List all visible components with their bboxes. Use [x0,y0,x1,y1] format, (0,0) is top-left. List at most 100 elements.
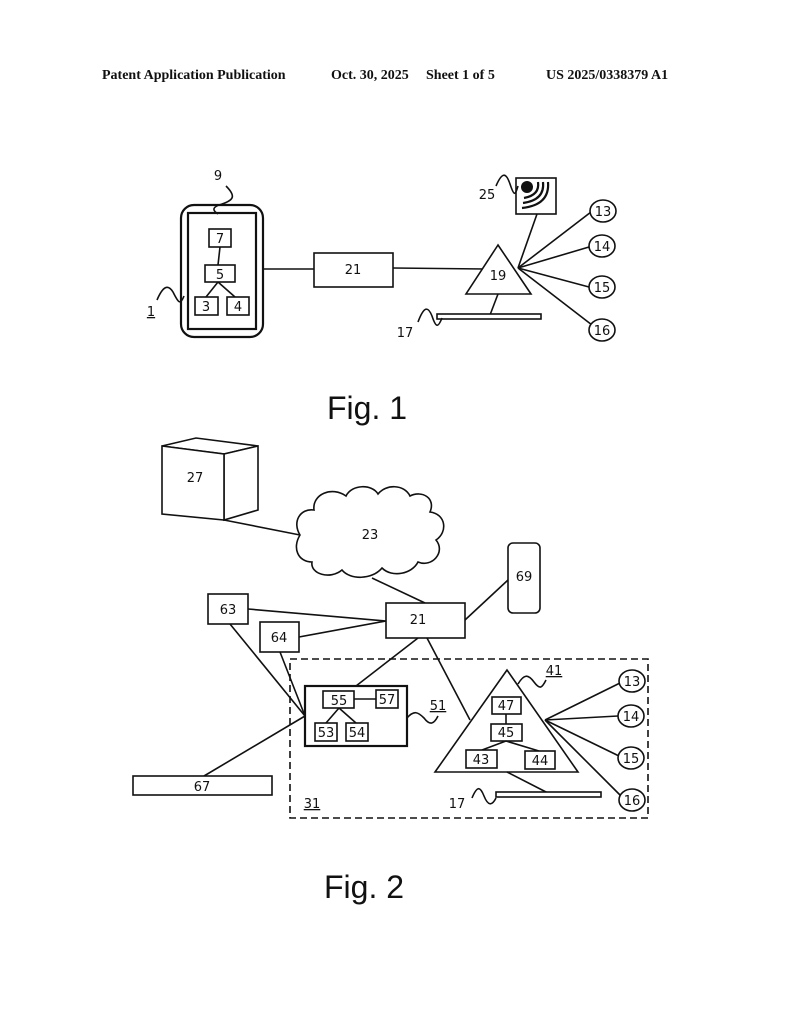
link-45-43 [481,740,507,751]
lead-label-9: 9 [214,169,222,184]
lead-line-1 [156,286,185,303]
link-27-23 [223,519,301,536]
box-64 [259,621,300,653]
component-54-label: 54 [349,726,366,741]
component-5 [204,264,236,283]
lead-line-25 [495,174,519,195]
box-64-label: 64 [271,631,288,646]
figure-2: 27 23 21 69 63 64 31 67 5 [132,437,649,905]
patent-number: US 2025/0338379 A1 [546,68,669,83]
link-21-69 [464,579,509,621]
figure-2-caption: Fig. 2 [324,869,404,905]
link-5-4 [217,281,236,298]
server-27-label: 27 [187,471,204,486]
hub-41-label: 41 [546,664,563,679]
lead-line-17 [417,308,443,327]
end-node-15-fig2-label: 15 [623,752,640,767]
link-63-51 [229,623,306,717]
module-51-label: 51 [430,699,447,714]
end-node-13-fig2-label: 13 [624,675,641,690]
end-node-16-fig2 [618,788,646,812]
lead-line-41 [517,675,547,688]
component-57-label: 57 [379,693,396,708]
link-45-44 [505,740,540,752]
component-45-label: 45 [498,726,515,741]
server-side-face [223,444,259,522]
component-54 [345,722,369,742]
publication-date: Oct. 30, 2025 [331,68,409,83]
link-64-51 [279,651,306,717]
end-node-14 [588,234,616,258]
link-55-54 [338,707,357,724]
link-41-13 [544,682,621,721]
component-44-label: 44 [532,754,549,769]
component-44 [524,750,556,770]
hub-19 [464,243,533,295]
figure-1: 7 5 3 4 9 1 21 19 17 [147,169,617,426]
link-19-15 [517,267,590,288]
box-67 [132,775,273,796]
group-31-label: 31 [304,797,321,812]
link-21-19 [392,267,486,270]
link-19-13 [517,211,592,269]
signal-icon [521,181,550,210]
link-64-21 [298,620,387,638]
end-node-14-fig2 [617,704,645,728]
end-node-15-label: 15 [594,281,611,296]
end-node-15 [588,275,616,299]
link-41-14 [544,715,619,721]
link-51-67 [203,715,306,777]
component-4-label: 4 [234,300,242,315]
component-43 [465,749,498,769]
box-63-label: 63 [220,603,237,618]
publication-label: Patent Application Publication [102,68,286,83]
link-41-16 [544,719,622,797]
lead-line-9 [213,185,234,215]
link-19-14 [517,246,590,269]
base-17-label: 17 [397,326,414,341]
component-3 [194,296,219,316]
lead-label-1: 1 [147,305,155,320]
lead-line-17-fig2 [471,787,497,805]
link-41-17 [506,771,549,794]
component-5-label: 5 [216,268,224,283]
link-41-15 [544,719,620,757]
sheet-number: Sheet 1 of 5 [426,68,495,83]
end-node-14-fig2-label: 14 [623,710,640,725]
component-43-label: 43 [473,753,490,768]
cloud-23-label: 23 [362,528,379,543]
base-17-fig2 [495,791,602,798]
cloud-23 [295,485,445,579]
link-19-25 [517,213,538,269]
link-7-5 [217,246,221,266]
end-node-16-label: 16 [594,324,611,339]
end-node-13-fig2 [618,669,646,693]
figure-1-caption: Fig. 1 [327,390,407,426]
sensor-25-label: 25 [479,188,496,203]
link-23-21 [371,577,426,604]
hub-19-label: 19 [490,269,507,284]
component-57 [375,689,399,709]
page-header: Patent Application Publication Oct. 30, … [0,68,794,88]
end-node-15-fig2 [617,746,645,770]
base-17 [436,313,542,320]
box-67-label: 67 [194,780,211,795]
link-21-51 [355,637,419,687]
group-31-boundary [289,658,649,819]
end-node-13-label: 13 [595,205,612,220]
link-19-16 [517,267,593,326]
device-1: 7 5 3 4 [179,203,265,339]
sensor-25 [515,177,557,215]
component-4 [226,296,250,316]
component-7-label: 7 [216,232,224,247]
end-node-14-label: 14 [594,240,611,255]
component-53-label: 53 [318,726,335,741]
box-63 [207,593,249,625]
link-63-21 [247,608,387,622]
device-69 [507,542,541,614]
link-5-3 [205,281,219,298]
base-17-fig2-label: 17 [449,797,466,812]
component-47-label: 47 [498,699,515,714]
server-27 [161,437,259,522]
node-21 [313,252,394,288]
